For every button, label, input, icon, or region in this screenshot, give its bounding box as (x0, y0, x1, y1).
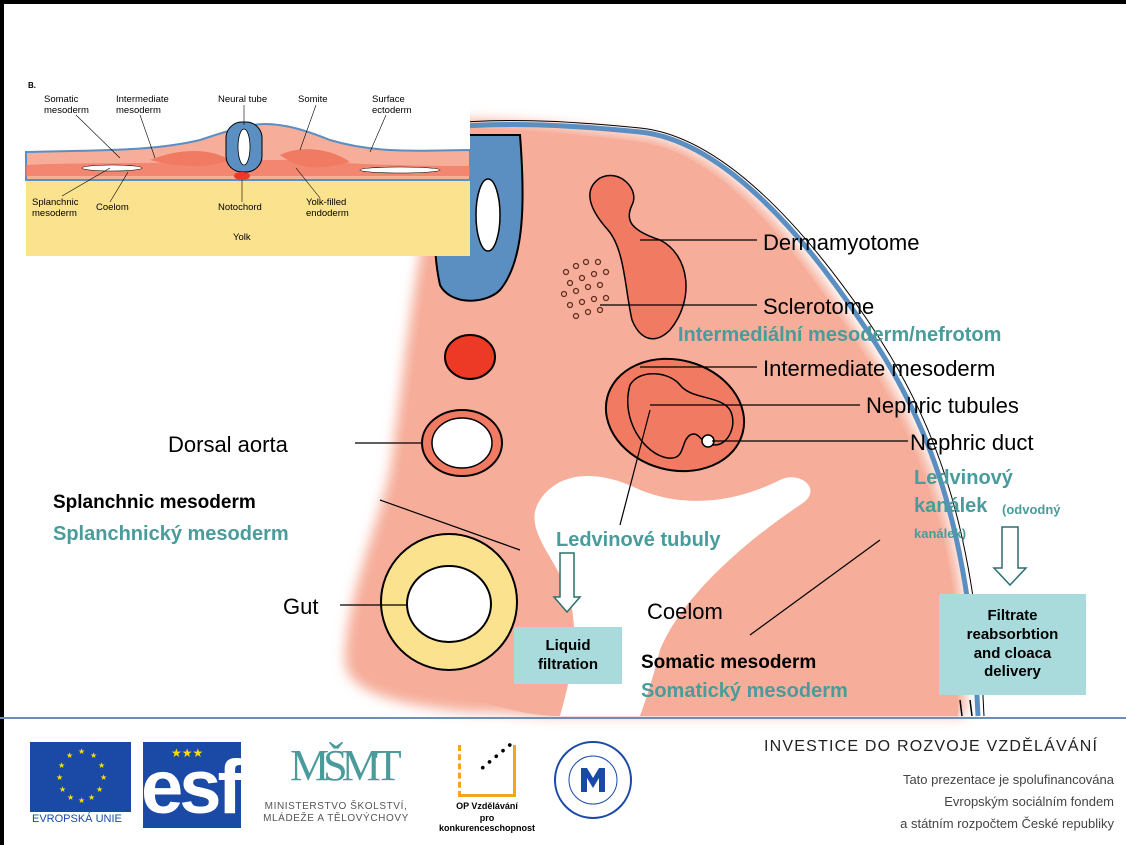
inset-yolk-filled-1: Yolk-filled (306, 197, 346, 208)
svg-text:★: ★ (56, 773, 63, 782)
inset-intermediate-1: Intermediate (116, 94, 169, 105)
svg-text:★: ★ (59, 785, 66, 794)
svg-text:★: ★ (88, 793, 95, 802)
eu-stars-icon: ★★★★ ★★★★ ★★★★ (30, 742, 131, 812)
label-sclerotome: Sclerotome (763, 294, 874, 319)
label-dorsal-aorta: Dorsal aorta (168, 432, 289, 457)
esf-logo: esf ★★★ (143, 742, 241, 828)
label-gut: Gut (283, 594, 318, 619)
footer-divider (0, 717, 1126, 719)
inset-notochord: Notochord (218, 202, 262, 213)
inset-surface-2: ectoderm (372, 105, 412, 116)
svg-text:★: ★ (98, 761, 105, 770)
esf-text: esf (143, 750, 239, 826)
label-nephric-duct: Nephric duct (910, 430, 1034, 455)
inset-yolk: Yolk (233, 232, 251, 243)
inset-coelom: Coelom (96, 202, 129, 213)
label-splanchnic-en: Splanchnic mesoderm (53, 492, 256, 513)
svg-text:★: ★ (78, 747, 85, 756)
op-line-2: pro konkurenceschopnost (432, 813, 542, 833)
eu-flag-logo: ★★★★ ★★★★ ★★★★ (30, 742, 131, 812)
label-ledvinovy: Ledvinový (914, 467, 1014, 489)
label-splanchnic-cz: Splanchnický mesoderm (53, 523, 289, 545)
filtrate-line-4: delivery (984, 663, 1041, 680)
eu-label: EVROPSKÁ UNIE (32, 813, 133, 825)
liquid-line-2: filtration (538, 656, 598, 673)
gut-lumen (407, 566, 491, 642)
label-ledvinove-tubuly: Ledvinové tubuly (556, 529, 721, 551)
inset-figure: B. Somatic mesoderm Intermediate mesoder… (26, 76, 470, 256)
msmt-line-2: MLÁDEŽE A TĚLOVÝCHOVY (246, 813, 426, 824)
msmt-logo-icon: MŠMT (290, 740, 396, 791)
inset-surface-1: Surface (372, 94, 405, 105)
svg-text:★: ★ (67, 793, 74, 802)
footer-line-3: a státním rozpočtem České republiky (900, 816, 1114, 831)
label-kanalek2: kanálek) (914, 526, 966, 541)
svg-text:★: ★ (78, 796, 85, 805)
svg-text:★: ★ (90, 751, 97, 760)
liquid-line-1: Liquid (546, 637, 591, 654)
footer-line-2: Evropským sociálním fondem (944, 794, 1114, 809)
notochord (445, 335, 495, 379)
svg-text:★: ★ (66, 751, 73, 760)
inset-yolk-filled-2: endoderm (306, 208, 349, 219)
arrow-filtrate (994, 527, 1026, 585)
svg-text:★: ★ (96, 785, 103, 794)
inset-somatic-1: Somatic (44, 94, 79, 105)
investice-heading: INVESTICE DO ROZVOJE VZDĚLÁVÁNÍ (764, 738, 1098, 756)
inset-somatic-2: mesoderm (44, 105, 89, 116)
label-coelom: Coelom (647, 599, 723, 624)
inset-intermediate-2: mesoderm (116, 105, 161, 116)
svg-text:★: ★ (100, 773, 107, 782)
inset-neural-tube: Neural tube (218, 94, 267, 105)
inset-panel-label: B. (28, 81, 36, 90)
label-somatic-en: Somatic mesoderm (641, 652, 816, 673)
filtrate-line-3: and cloaca (974, 645, 1052, 662)
label-odvodny: (odvodný (1002, 502, 1061, 517)
liquid-filtration-box: Liquid filtration (514, 627, 622, 684)
masaryk-university-seal-icon (553, 740, 633, 820)
label-intermedial-cz: Intermediální mesoderm/nefrotom (678, 324, 1001, 346)
label-dermamyotome: Dermamyotome (763, 230, 919, 255)
dorsal-aorta-lumen (432, 418, 492, 468)
inset-splanchnic-2: mesoderm (32, 208, 77, 219)
filtrate-line-2: reabsorbtion (967, 626, 1059, 643)
inset-somite: Somite (298, 94, 328, 105)
msmt-line-1: MINISTERSTVO ŠKOLSTVÍ, (246, 801, 426, 812)
label-kanalek: kanálek (914, 495, 988, 517)
label-somatic-cz: Somatický mesoderm (641, 680, 848, 702)
filtrate-line-1: Filtrate (987, 607, 1037, 624)
label-nephric-tubules: Nephric tubules (866, 393, 1019, 418)
esf-stars-icon: ★★★ (171, 746, 203, 760)
label-intermediate: Intermediate mesoderm (763, 356, 995, 381)
neural-canal (476, 179, 500, 251)
footer-line-1: Tato prezentace je spolufinancována (903, 772, 1114, 787)
svg-text:★: ★ (58, 761, 65, 770)
inset-splanchnic-1: Splanchnic (32, 197, 79, 208)
op-line-1: OP Vzdělávání (432, 801, 542, 811)
